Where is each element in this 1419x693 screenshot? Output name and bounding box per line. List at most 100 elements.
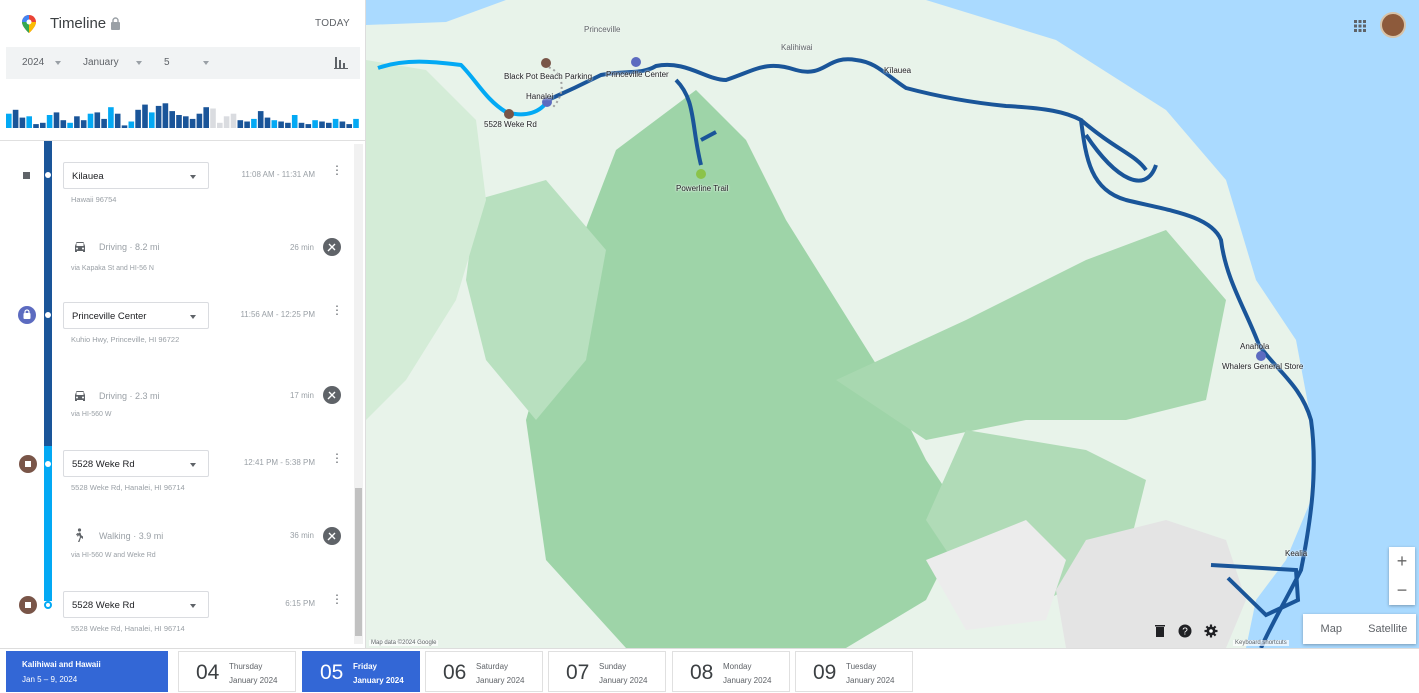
histogram-bar[interactable] [285,122,291,128]
more-options-icon[interactable]: ⋮ [331,303,343,317]
trash-icon[interactable] [1153,624,1167,638]
histogram-bar[interactable] [217,122,223,128]
histogram-bar[interactable] [80,120,87,128]
month-select[interactable]: January [83,57,119,68]
histogram-bar[interactable] [223,116,230,128]
histogram-bar[interactable] [19,117,26,128]
activity-histogram[interactable] [6,90,360,128]
map-canvas [366,0,1316,648]
histogram-bar[interactable] [326,122,332,128]
histogram-bar[interactable] [291,115,298,128]
day-month: January 2024 [353,676,404,685]
histogram-bar[interactable] [40,122,46,128]
histogram-bar[interactable] [6,113,12,128]
histogram-bar[interactable] [162,103,169,128]
histogram-bar[interactable] [12,109,19,128]
histogram-bar[interactable] [114,113,121,128]
histogram-bar[interactable] [319,121,325,129]
day-number: 05 [320,661,344,684]
histogram-bar[interactable] [210,108,216,129]
map-view[interactable]: Princeville Kalihiwai Kīlauea Black Pot … [366,0,1419,648]
histogram-bar[interactable] [257,111,264,128]
histogram-bar[interactable] [46,115,53,128]
histogram-bar[interactable] [26,116,32,128]
histogram-bar[interactable] [60,120,67,128]
histogram-bar[interactable] [183,116,189,128]
zoom-in-button[interactable]: + [1396,551,1408,571]
day-caret-icon [203,61,209,65]
histogram-bar[interactable] [244,121,250,129]
year-select[interactable]: 2024 [22,57,45,68]
histogram-bar[interactable] [128,121,135,129]
histogram-bar[interactable] [155,105,162,128]
zoom-out-button[interactable]: − [1396,580,1408,600]
histogram-bar[interactable] [230,113,237,128]
map-type-satellite-button[interactable]: Satellite [1368,623,1408,635]
histogram-bar[interactable] [353,118,359,128]
histogram-bar[interactable] [101,118,107,128]
place-select-princeville-center[interactable]: Princeville Center [63,302,209,329]
histogram-bar[interactable] [346,124,352,128]
today-button[interactable]: TODAY [314,18,350,29]
move-summary: Walking · 3.9 mi [99,531,164,541]
histogram-bar[interactable] [196,113,203,128]
histogram-bar[interactable] [237,120,244,128]
histogram-bar[interactable] [169,111,175,128]
histogram-bar[interactable] [53,112,60,128]
no-edit-icon[interactable] [323,527,341,545]
svg-text:?: ? [1182,627,1188,638]
histogram-bar[interactable] [94,112,101,128]
day-select[interactable]: 5 [164,57,170,68]
histogram-bar[interactable] [87,113,94,128]
histogram-bar[interactable] [33,124,39,128]
stop-address: 5528 Weke Rd, Hanalei, HI 96714 [71,483,185,492]
histogram-bar[interactable] [176,115,182,128]
more-options-icon[interactable]: ⋮ [331,592,343,606]
bar-chart-icon[interactable] [334,55,348,69]
place-select-weke-rd-end[interactable]: 5528 Weke Rd [63,591,209,618]
no-edit-icon[interactable] [323,386,341,404]
histogram-bar[interactable] [121,125,128,128]
histogram-bar[interactable] [67,122,73,128]
histogram-bar[interactable] [278,121,284,129]
histogram-bar[interactable] [135,109,141,128]
move-duration: 26 min [289,243,314,252]
help-icon[interactable]: ? [1178,624,1192,638]
timeline-track-walking [44,446,52,601]
histogram-bar[interactable] [271,120,278,128]
apps-grid-icon[interactable] [1354,20,1366,32]
trip-card[interactable]: Kalihiwai and Hawaii Jan 5 – 9, 2024 [6,651,168,692]
histogram-bar[interactable] [332,118,339,128]
histogram-bar[interactable] [298,122,305,128]
histogram-bar[interactable] [203,107,209,128]
more-options-icon[interactable]: ⋮ [331,451,343,465]
account-avatar[interactable] [1380,12,1406,38]
histogram-bar[interactable] [339,121,346,129]
histogram-bar[interactable] [142,104,148,128]
histogram-bar[interactable] [74,116,80,128]
histogram-bar[interactable] [189,118,196,128]
map-type-map-button[interactable]: Map [1320,623,1342,635]
settings-gear-icon[interactable] [1204,624,1218,638]
histogram-bar[interactable] [149,112,155,128]
more-options-icon[interactable]: ⋮ [331,163,343,177]
no-edit-icon[interactable] [323,238,341,256]
move-summary: Driving · 2.3 mi [99,391,160,401]
keyboard-shortcuts-link[interactable]: Keyboard shortcuts [1233,640,1289,646]
histogram-bar[interactable] [305,124,312,128]
place-select-kilauea[interactable]: Kilauea [63,162,209,189]
histogram-bar[interactable] [108,107,114,128]
scrollbar-thumb[interactable] [355,488,362,636]
timeline-header: Timeline TODAY [0,0,365,46]
histogram-bar[interactable] [312,120,318,128]
histogram-bar[interactable] [264,117,271,128]
histogram-bar[interactable] [251,118,257,128]
scrollbar-track[interactable] [354,144,363,644]
place-select-weke-rd[interactable]: 5528 Weke Rd [63,450,209,477]
